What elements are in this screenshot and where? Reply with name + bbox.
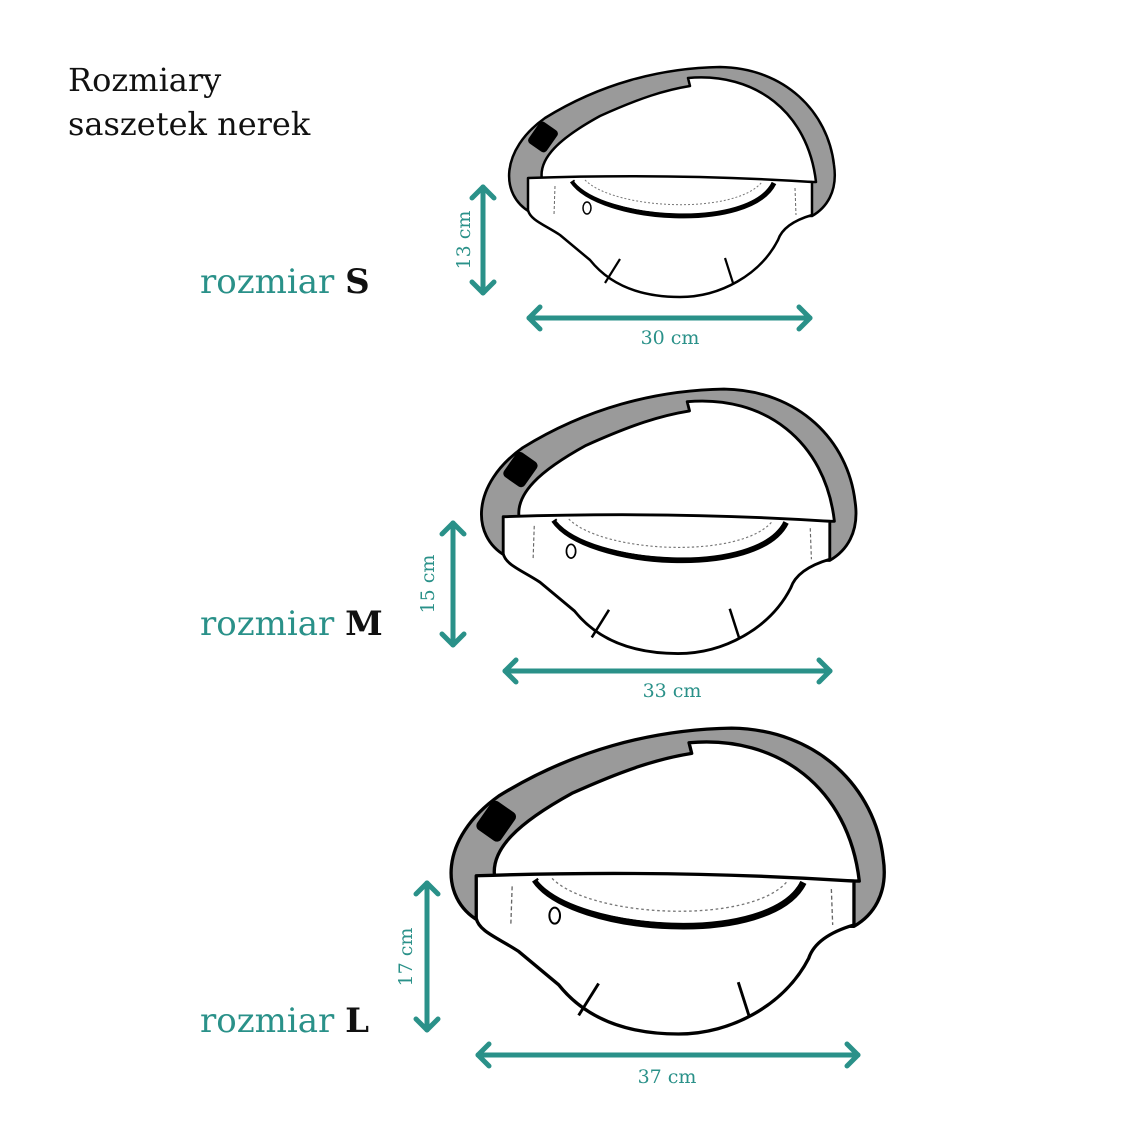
title-line-1: Rozmiary	[68, 61, 222, 99]
size-label-m: rozmiar M	[200, 604, 383, 644]
size-label-l: rozmiar L	[200, 1001, 369, 1041]
page-title: Rozmiary saszetek nerek	[68, 58, 310, 146]
width-arrow-s	[526, 304, 813, 332]
height-label-s: 13 cm	[453, 211, 475, 270]
width-label-l: 37 cm	[638, 1066, 697, 1088]
height-label-l: 17 cm	[395, 928, 417, 987]
size-prefix: rozmiar	[200, 1001, 335, 1041]
bag-s	[509, 67, 835, 297]
size-prefix: rozmiar	[200, 604, 335, 644]
height-label-m: 15 cm	[417, 555, 439, 614]
width-arrow-m	[502, 657, 833, 685]
height-arrow-m	[439, 520, 467, 648]
size-letter: L	[345, 1001, 369, 1041]
size-label-s: rozmiar S	[200, 262, 370, 302]
height-arrow-l	[413, 880, 441, 1033]
width-label-s: 30 cm	[641, 327, 700, 349]
title-line-2: saszetek nerek	[68, 105, 311, 143]
bag-l	[451, 728, 884, 1034]
size-letter: S	[345, 262, 370, 302]
size-letter: M	[345, 604, 383, 644]
width-arrow-l	[475, 1041, 861, 1069]
bag-m	[481, 389, 856, 654]
height-arrow-s	[469, 184, 497, 296]
width-label-m: 33 cm	[643, 680, 702, 702]
size-prefix: rozmiar	[200, 262, 335, 302]
